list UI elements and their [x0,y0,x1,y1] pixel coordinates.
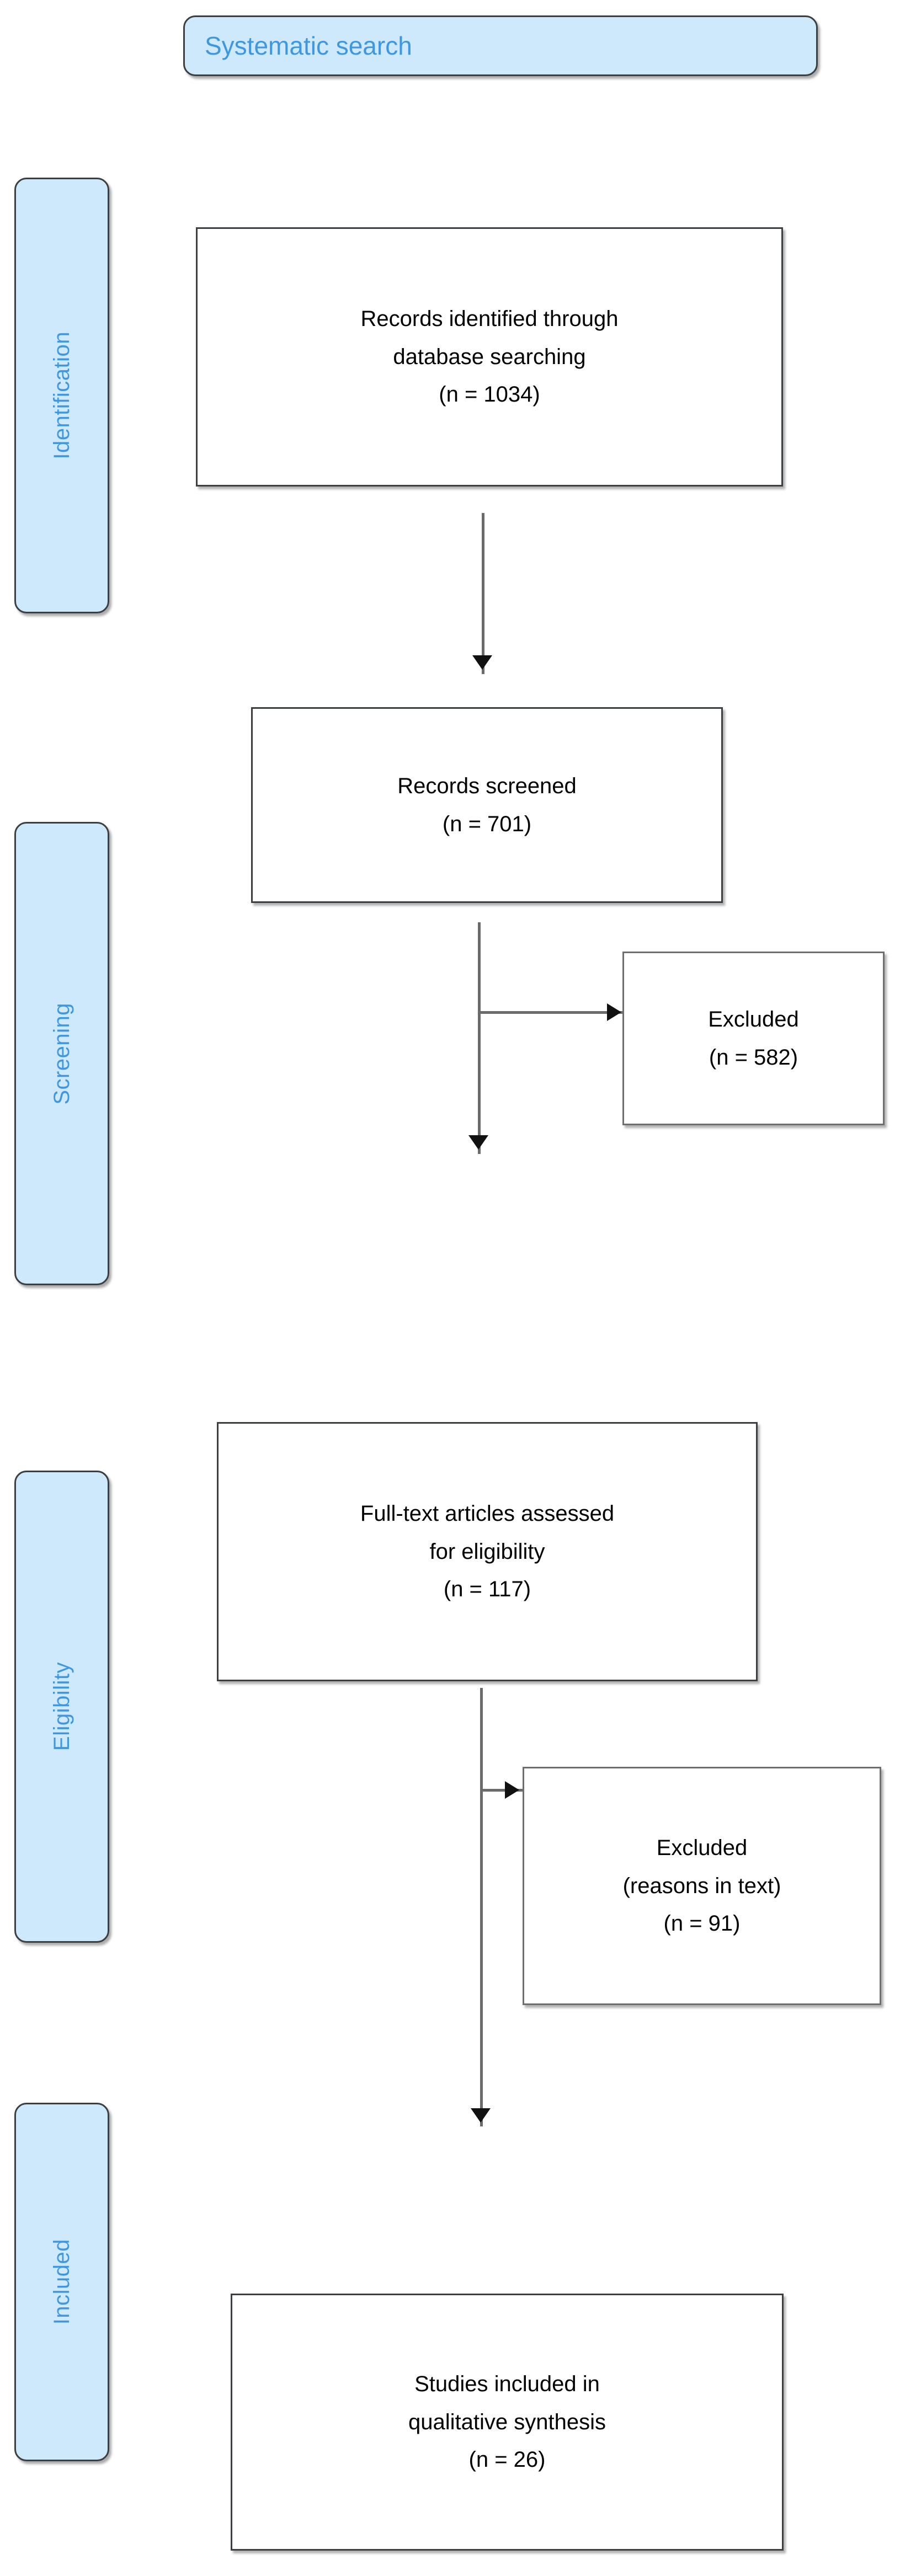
node-line: (n = 701) [442,811,532,836]
node-line: (reasons in text) [622,1873,781,1898]
node-excluded-screening: Excluded (n = 582) [622,952,885,1125]
node-line: Records identified through [360,306,619,331]
node-line: (n = 26) [468,2447,546,2472]
node-line: Full-text articles assessed [360,1501,615,1526]
node-line: Studies included in [414,2371,600,2396]
connector-identified-to-screened [482,513,484,674]
arrowhead-down-identified-to-screened [472,655,492,670]
node-line: Excluded [708,1007,799,1032]
node-line: for eligibility [429,1539,545,1564]
phase-pill-identification: Identification [14,178,109,613]
phase-label-identification: Identification [50,332,74,459]
connector-fulltext-to-excluded [480,1789,524,1792]
node-fulltext-assessed: Full-text articles assessed for eligibil… [217,1422,758,1681]
arrowhead-right-screened-to-excluded [607,1003,621,1021]
arrowhead-right-fulltext-to-excluded [505,1781,519,1799]
connector-screened-to-excluded [478,1011,624,1014]
node-line: (n = 117) [443,1577,531,1602]
node-records-identified: Records identified through database sear… [196,227,783,487]
node-line: (n = 1034) [439,382,540,407]
node-records-screened: Records screened (n = 701) [251,707,723,903]
phase-label-screening: Screening [50,1002,74,1105]
phase-pill-screening: Screening [14,822,109,1285]
node-excluded-eligibility: Excluded (reasons in text) (n = 91) [523,1767,881,2005]
node-line: Excluded [656,1835,748,1860]
systematic-search-label: Systematic search [205,31,412,60]
node-line: qualitative synthesis [408,2409,606,2434]
node-line: (n = 582) [709,1045,798,1070]
systematic-search-banner: Systematic search [183,15,818,76]
connector-screened-trunk [478,922,481,1154]
phase-label-included: Included [50,2239,74,2325]
node-line: Records screened [397,773,577,798]
arrowhead-down-fulltext-to-included [471,2108,491,2123]
phase-label-eligibility: Eligibility [50,1662,74,1751]
connector-fulltext-trunk [480,1688,483,2126]
phase-pill-eligibility: Eligibility [14,1471,109,1943]
phase-pill-included: Included [14,2103,109,2461]
node-line: database searching [393,344,586,369]
node-line: (n = 91) [663,1911,741,1936]
node-studies-included: Studies included in qualitative synthesi… [231,2294,784,2551]
arrowhead-down-screened-to-fulltext [468,1135,488,1150]
